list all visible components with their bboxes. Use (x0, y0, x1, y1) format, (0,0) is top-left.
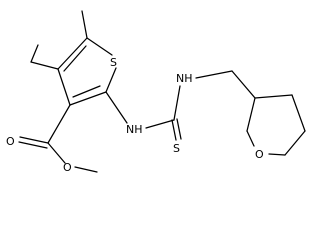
bond-thf-c2-c3 (254, 94, 293, 99)
bond-c-nh-right (173, 85, 181, 121)
bond-carbonyl-o-double-1 (19, 136, 49, 144)
bond-c2-c3-inner (72, 85, 101, 98)
bond-thf-c5-o (268, 153, 286, 156)
bond-nh-ch2 (195, 70, 233, 79)
bond-methyl-c5 (81, 10, 88, 39)
atom-label-nh-left: NH (126, 123, 143, 136)
bond-thf-c4-c5 (284, 130, 306, 156)
bond-thf-c2-side (246, 97, 256, 132)
atom-label-o-ester-double: O (6, 135, 15, 148)
bond-c-s-double-1 (171, 119, 177, 141)
atom-label-s-thione: S (173, 142, 180, 155)
molecule-structure: S O O NH S NH O (6, 10, 306, 174)
bond-carbonyl-o-double-2 (18, 141, 48, 149)
bond-ch2-thf (231, 70, 256, 99)
atom-label-o-ester-single: O (63, 161, 72, 174)
bond-c5-s (86, 37, 113, 56)
bond-s-c2 (105, 67, 117, 93)
bond-ethyl-ch2-c4 (30, 61, 59, 70)
atom-label-nh-right: NH (176, 72, 193, 85)
bond-ethyl-ch3-ch2 (30, 44, 39, 63)
bond-c2-nh (105, 91, 128, 124)
bond-nh-c-thione (145, 119, 175, 129)
atom-label-o-thf: O (255, 148, 264, 161)
bond-o-methyl (74, 166, 98, 173)
bond-c2-c3-outer (69, 91, 107, 106)
bond-thf-c3-c4 (291, 94, 306, 132)
structure-canvas: S O O NH S NH O (6, 10, 306, 174)
bond-c4-c5-inner (63, 45, 87, 72)
bond-thf-o-c2 (246, 130, 255, 147)
atom-label-s-ring: S (110, 56, 117, 69)
bond-c3-c4 (57, 68, 71, 106)
bond-c3-carbonyl (47, 104, 71, 144)
bond-c4-c5-outer (57, 37, 88, 70)
bond-c-s-double-2 (176, 118, 182, 140)
bond-carbonyl-o-single (47, 142, 66, 164)
